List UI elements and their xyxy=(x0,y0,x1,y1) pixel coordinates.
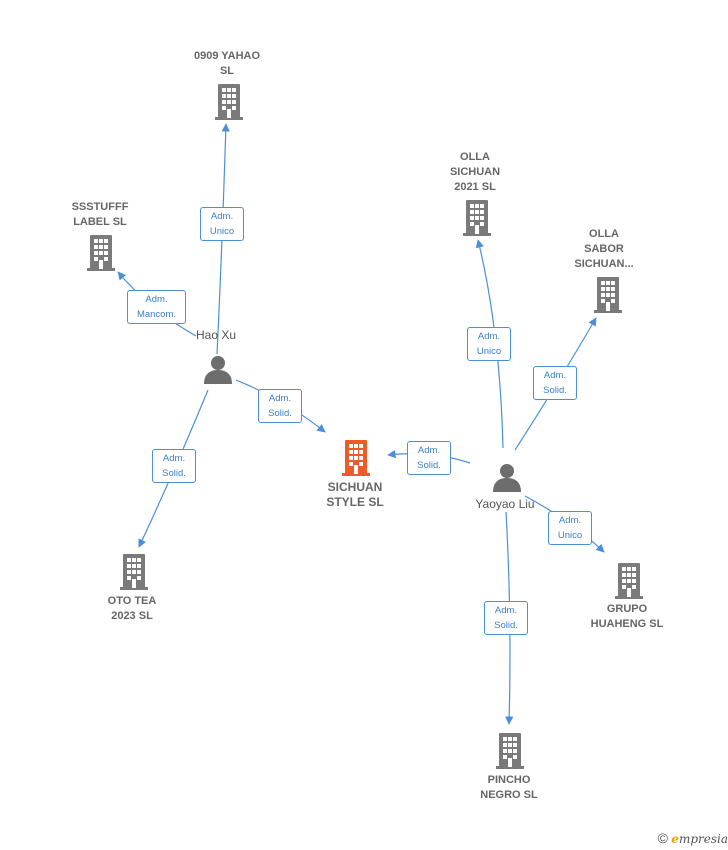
person-icon[interactable] xyxy=(493,464,521,492)
relation-badge: Adm. Unico xyxy=(200,207,244,241)
building-icon[interactable] xyxy=(594,277,622,313)
relation-badge: Adm. Unico xyxy=(467,327,511,361)
brand-logo-initial: e xyxy=(671,832,679,846)
edge-haoxu-yahao xyxy=(216,123,230,355)
company-label-sichuan-main[interactable]: SICHUAN STYLE SL xyxy=(326,480,384,509)
copyright-icon: © xyxy=(657,830,668,846)
company-label-yahao[interactable]: 0909 YAHAO SL xyxy=(193,50,261,77)
building-icon[interactable] xyxy=(496,733,524,769)
company-label-ssstuff[interactable]: SSSTUFFF LABEL SL xyxy=(71,201,129,228)
company-label-olla2021[interactable]: OLLA SICHUAN 2021 SL xyxy=(449,151,501,193)
relation-badge: Adm. Solid. xyxy=(407,441,451,475)
building-icon[interactable] xyxy=(615,563,643,599)
person-label-haoxu[interactable]: Hao Xu xyxy=(195,328,237,342)
company-label-ototea[interactable]: OTO TEA 2023 SL xyxy=(107,595,157,622)
building-icon-main[interactable] xyxy=(342,440,370,476)
building-icon[interactable] xyxy=(87,235,115,271)
relation-badge: Adm. Solid. xyxy=(484,601,528,635)
relation-badge: Adm. Solid. xyxy=(258,389,302,423)
brand-logo-text: mpresia xyxy=(678,832,728,846)
building-icon[interactable] xyxy=(120,554,148,590)
company-label-pincho[interactable]: PINCHO NEGRO SL xyxy=(480,774,538,801)
relation-badge: Adm. Solid. xyxy=(152,449,196,483)
relation-badge: Adm. Solid. xyxy=(533,366,577,400)
company-label-ollasabor[interactable]: OLLA SABOR SICHUAN... xyxy=(574,228,634,270)
company-label-grupo[interactable]: GRUPO HUAHENG SL xyxy=(590,603,664,630)
person-icon[interactable] xyxy=(204,356,232,384)
relation-badge: Adm. Unico xyxy=(548,511,592,545)
person-label-yaoyao[interactable]: Yaoyao Liu xyxy=(475,497,535,511)
footer-brand[interactable]: © empresia xyxy=(658,830,728,846)
relation-badge: Adm. Mancom. xyxy=(127,290,186,324)
building-icon[interactable] xyxy=(463,200,491,236)
building-icon[interactable] xyxy=(215,84,243,120)
